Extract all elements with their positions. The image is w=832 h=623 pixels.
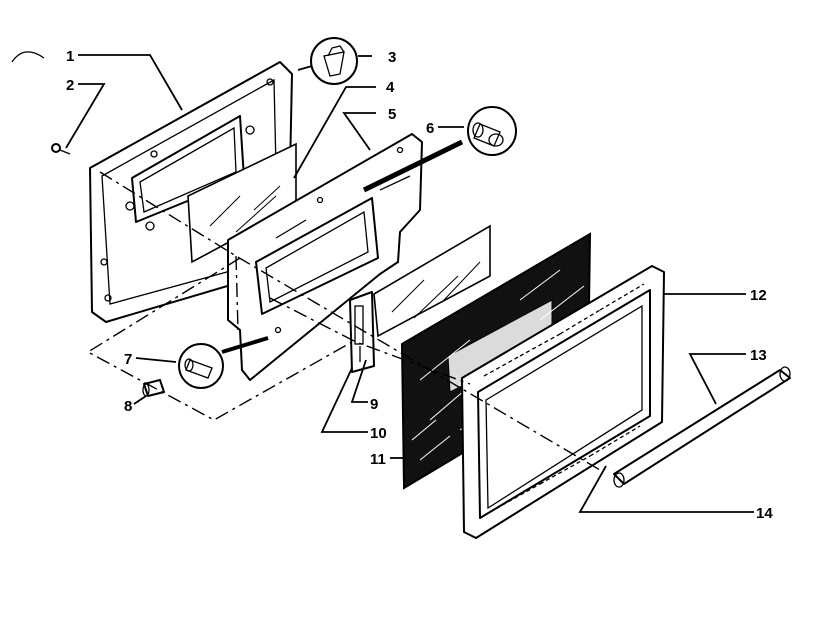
corner-mark [11,51,45,63]
front-door-frame [461,265,665,539]
alignment-lines [86,171,601,471]
callout-labels: 1 2 3 4 5 6 7 8 9 10 11 12 13 14 [66,48,773,522]
callout-13: 13 [750,347,767,364]
leader-lines [65,54,754,513]
callout-7: 7 [124,351,132,368]
callout-3: 3 [388,49,396,66]
end-cap-detail-7 [178,336,269,389]
door-rod [362,139,464,193]
callout-12: 12 [750,287,767,304]
middle-glass-panel [373,224,491,338]
callout-2: 2 [66,77,74,94]
bumper-detail-6 [467,106,517,156]
callout-1: 1 [66,48,74,65]
hinge-bracket [349,291,375,373]
clip-detail-3 [310,37,358,85]
callout-11: 11 [370,451,386,468]
callout-14: 14 [756,505,773,522]
callout-5: 5 [388,106,396,123]
callout-9: 9 [370,396,378,413]
callout-4: 4 [386,79,395,96]
callout-10: 10 [370,425,387,442]
callout-8: 8 [124,398,132,415]
screw-part-2 [51,143,71,155]
door-handle-bar [613,366,791,488]
callout-6: 6 [426,120,434,137]
